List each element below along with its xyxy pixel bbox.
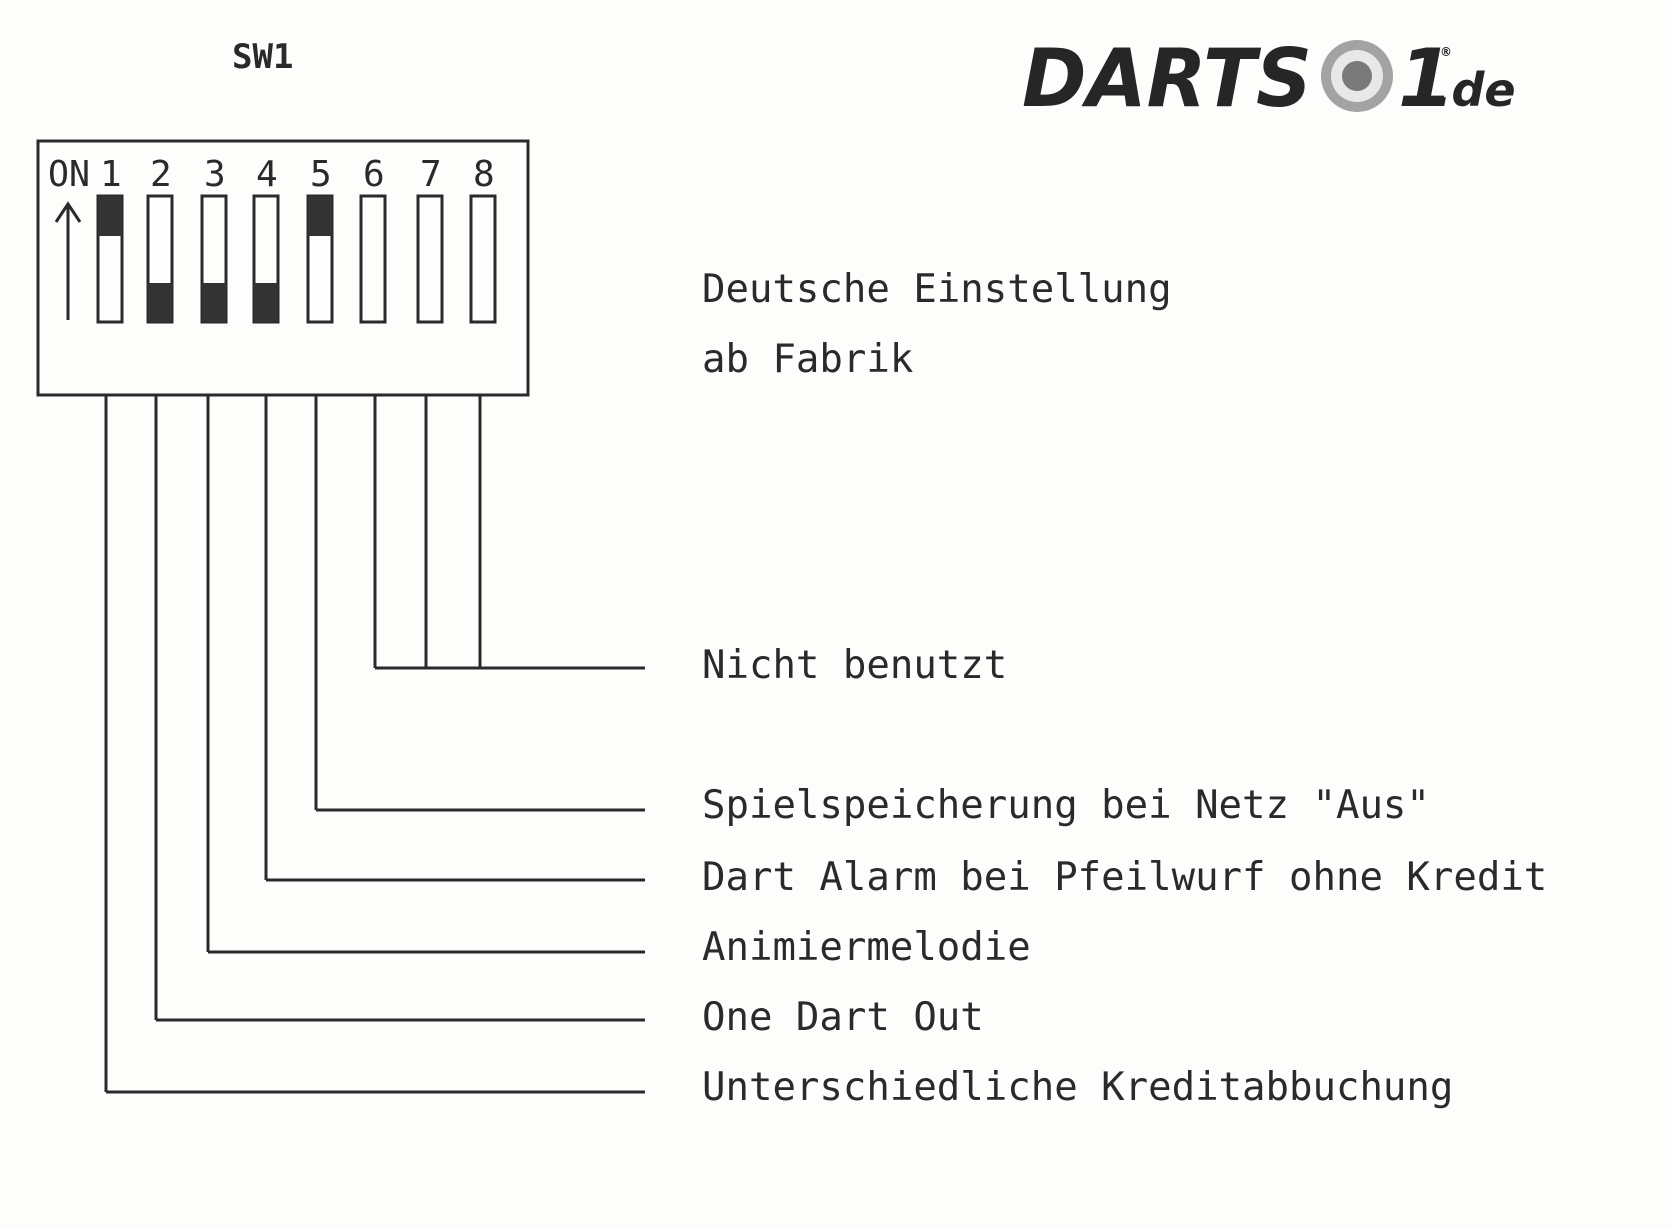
dip-switch-3: 3 [200, 154, 228, 324]
on-arrow-icon [54, 201, 82, 320]
switch-lever-on [98, 196, 122, 236]
function-label: One Dart Out [702, 995, 984, 1040]
on-label: ON [48, 154, 90, 195]
function-label: Animiermelodie [702, 925, 1031, 970]
switch-number: 6 [363, 154, 385, 195]
dip-switch-4: 4 [252, 154, 280, 324]
dip-switch-5: 5 [306, 154, 334, 324]
switch-housing [36, 139, 530, 397]
dip-switch-7: 7 [416, 154, 444, 324]
default-note-line2: ab Fabrik [702, 337, 913, 382]
switch-number: 7 [420, 154, 442, 195]
switch-number: 4 [256, 154, 278, 195]
switch-lever-off [148, 283, 172, 322]
logo-registered: ® [1440, 45, 1452, 59]
switch-number: 5 [310, 154, 332, 195]
switch-number: 1 [100, 154, 122, 195]
logo-brand: DARTS [1022, 32, 1312, 125]
function-label: Spielspeicherung bei Netz "Aus" [702, 783, 1430, 828]
dip-switch-2: 2 [146, 154, 174, 324]
dip-switch-1: 1 [96, 154, 124, 324]
function-label: Unterschiedliche Kreditabbuchung [702, 1065, 1453, 1110]
switch-lever-off [254, 283, 278, 322]
switch-number: 2 [150, 154, 172, 195]
switch-lever-off [202, 283, 226, 322]
switch-title: SW1 [232, 37, 293, 77]
function-label: Dart Alarm bei Pfeilwurf ohne Kredit [702, 855, 1547, 900]
switch-number: 3 [204, 154, 226, 195]
logo-digit: 1 [1398, 32, 1454, 125]
dip-switch-6: 6 [359, 154, 387, 324]
function-label: Nicht benutzt [702, 643, 1007, 688]
switch-slot [416, 194, 444, 324]
dip-switch-8: 8 [469, 154, 497, 324]
switch-lever-on [308, 196, 332, 236]
darts01-logo: DARTS 1 .de ® [1022, 32, 1516, 125]
switch-slot [359, 194, 387, 324]
switch-slot [469, 194, 497, 324]
switch-number: 8 [473, 154, 495, 195]
default-note-line1: Deutsche Einstellung [702, 267, 1172, 312]
logo-tld: .de [1434, 63, 1516, 117]
